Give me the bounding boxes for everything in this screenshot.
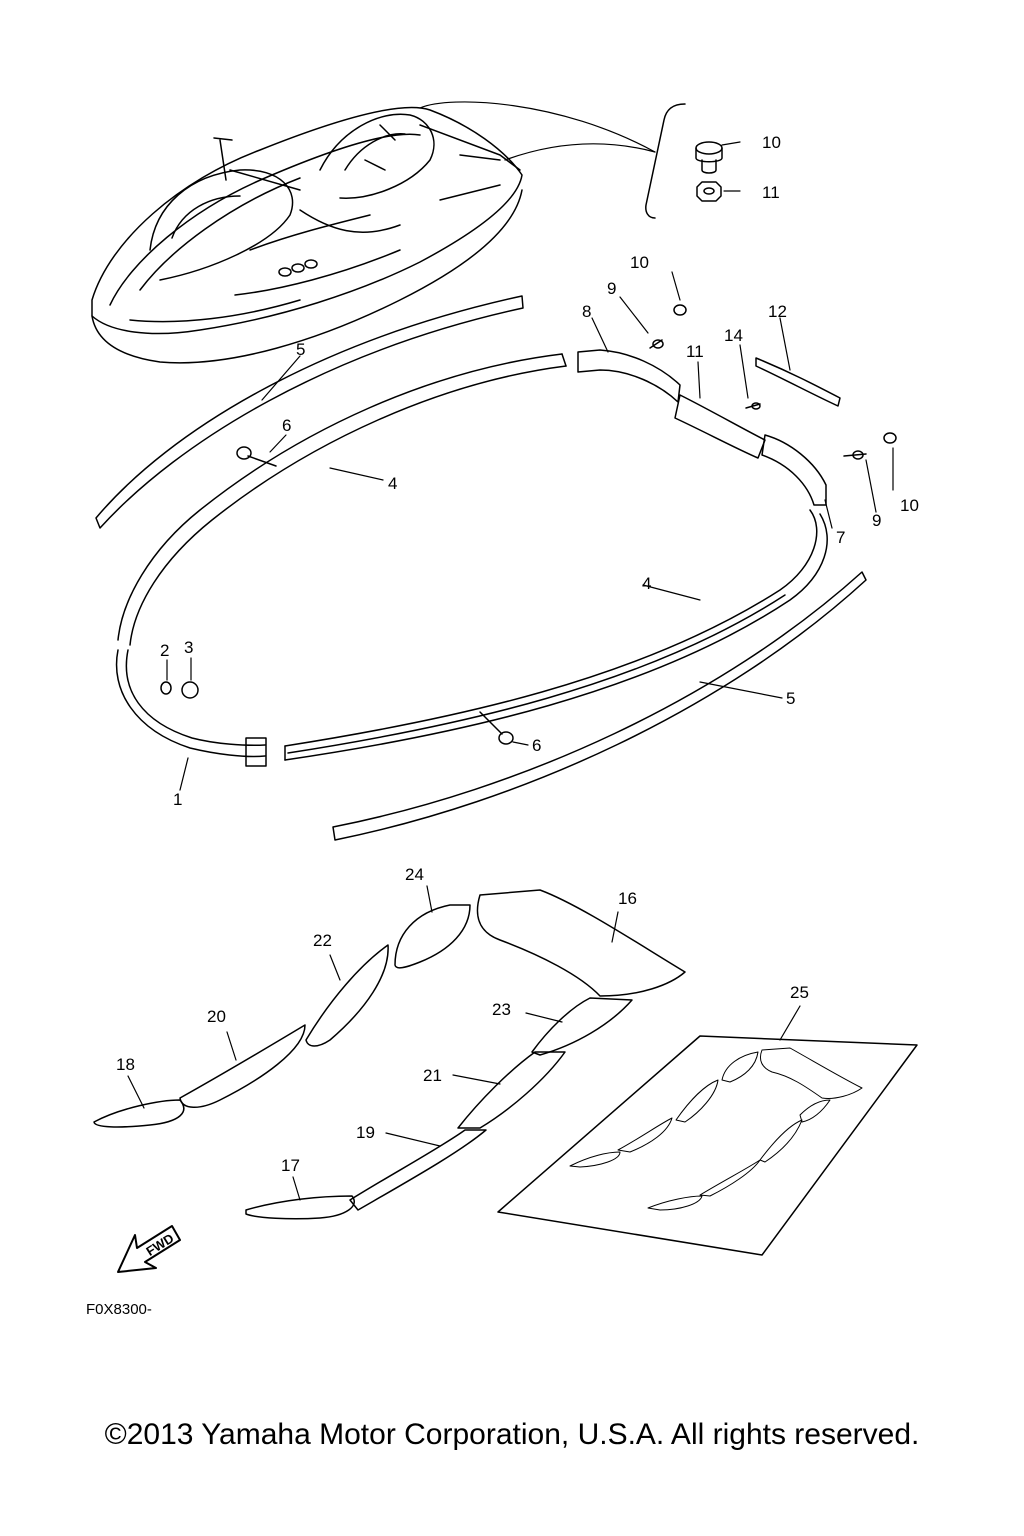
callout-1: 1: [173, 790, 182, 809]
nut-part-15: [697, 182, 721, 201]
rivet-part-9-lower: [844, 451, 866, 459]
mat-pad-group: [94, 890, 685, 1219]
strip-part-12: [756, 358, 840, 406]
callout-4-lower: 4: [642, 574, 651, 593]
mat-pad-20: [180, 1025, 305, 1107]
callout-4-upper: 4: [388, 474, 397, 493]
callout-18: 18: [116, 1055, 135, 1074]
callout-14: 10: [762, 133, 781, 152]
rear-corner-part-7: [762, 435, 826, 505]
grommet-part-14: [696, 142, 722, 173]
callout-11: 11: [686, 342, 704, 361]
mat-pad-19: [350, 1130, 486, 1210]
callout-9-upper: 9: [607, 279, 616, 298]
callout-8: 8: [582, 302, 591, 321]
callout-17: 17: [281, 1156, 300, 1175]
rivet-part-9-upper: [650, 340, 663, 348]
callout-10-upper: 10: [630, 253, 649, 272]
callout-16: 16: [618, 889, 637, 908]
callout-23: 23: [492, 1000, 511, 1019]
callout-22: 22: [313, 931, 332, 950]
callout-2: 2: [160, 641, 169, 660]
callout-7: 7: [836, 528, 845, 547]
mat-pad-23: [532, 998, 632, 1055]
gunwale-rail-lower: [285, 510, 827, 760]
mat-pad-16: [477, 890, 685, 996]
callout-25: 25: [790, 983, 809, 1002]
copyright-notice: ©2013 Yamaha Motor Corporation, U.S.A. A…: [104, 1418, 920, 1451]
fwd-label: FWD: [143, 1231, 176, 1259]
mat-pad-17: [246, 1196, 354, 1219]
rivet-part-13: [746, 403, 760, 409]
mat-pad-18: [94, 1100, 184, 1127]
mat-pad-24: [395, 905, 470, 968]
callout-5-lower: 5: [786, 689, 795, 708]
mat-pad-21: [458, 1052, 565, 1128]
fender-strip-lower: [333, 572, 866, 840]
callout-20: 20: [207, 1007, 226, 1026]
callout-6-lower: 6: [532, 736, 541, 755]
screw-part-6-upper: [237, 447, 276, 466]
mat-pad-22: [306, 945, 388, 1046]
washer-part-2: [161, 682, 171, 694]
callout-13: 14: [724, 326, 743, 345]
cap-part-10-lower: [884, 433, 896, 443]
cap-part-10-upper: [674, 305, 686, 315]
callout-10-lower: 10: [900, 496, 919, 515]
leader-lines: [128, 142, 893, 1200]
rear-rail-part-11: [675, 395, 765, 458]
bow-rail-part-1: [117, 650, 266, 766]
callout-12: 12: [768, 302, 787, 321]
forward-direction-arrow: [118, 1226, 180, 1272]
callout-3: 3: [184, 638, 193, 657]
gunwale-rail-upper: [118, 354, 566, 645]
callout-5-upper: 5: [296, 340, 305, 359]
rear-corner-part-8: [578, 350, 680, 402]
callout-24: 24: [405, 865, 424, 884]
fender-strip-upper: [96, 296, 523, 528]
mat-kit-part-25: [498, 1036, 917, 1255]
callout-21: 21: [423, 1066, 442, 1085]
watercraft-illustration: [92, 102, 655, 363]
callout-labels: 10 11 10 9 8 12 14 11 10 9 7 5 6 4 4 5 6…: [86, 133, 919, 1318]
callout-9-lower: 9: [872, 511, 881, 530]
screw-part-6-lower: [480, 712, 513, 744]
callout-6-upper: 6: [282, 416, 291, 435]
callout-15: 11: [762, 183, 780, 202]
drawing-code: F0X8300-: [86, 1301, 152, 1318]
callout-19: 19: [356, 1123, 375, 1142]
nut-part-3: [182, 682, 198, 698]
